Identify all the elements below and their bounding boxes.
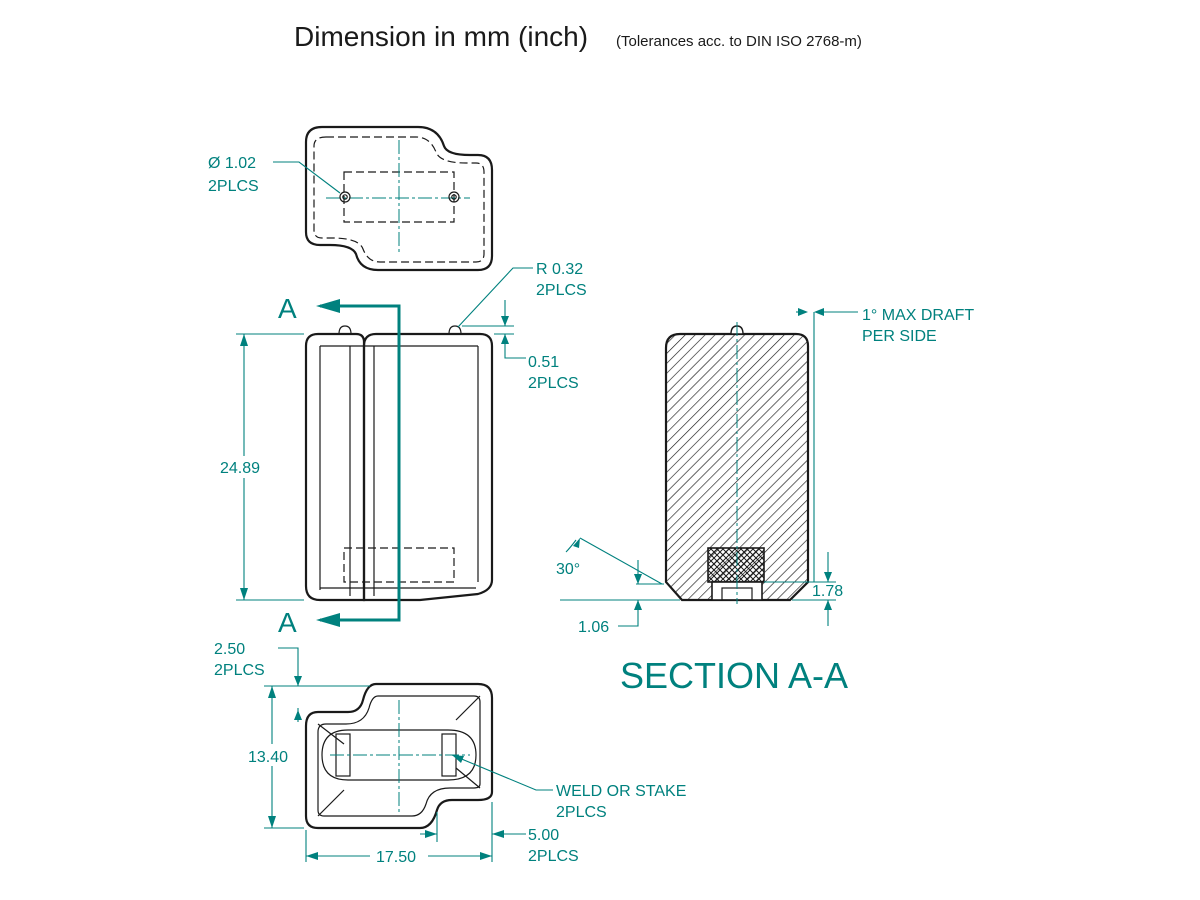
radius-label: R 0.32 bbox=[536, 261, 583, 278]
chamfer-arrow-bottom bbox=[634, 600, 642, 610]
width-arrow-left bbox=[306, 852, 318, 860]
bottom-view-inner-outline bbox=[317, 695, 481, 817]
section-title: SECTION A-A bbox=[620, 655, 848, 696]
recess-arrow-top bbox=[824, 572, 832, 582]
hole-leader bbox=[273, 161, 341, 194]
bottom-bevel-br bbox=[455, 767, 481, 789]
draft-note-line2: PER SIDE bbox=[862, 328, 937, 345]
depth-arrow-bottom bbox=[268, 816, 276, 828]
section-insert bbox=[707, 547, 765, 583]
draft-arrow-right bbox=[814, 308, 824, 316]
front-view-left-body bbox=[304, 332, 366, 602]
hole-left-inner bbox=[342, 194, 348, 200]
title-main: Dimension in mm (inch) bbox=[294, 21, 588, 52]
hole-right bbox=[448, 191, 460, 203]
draft-note-line1: 1° MAX DRAFT bbox=[862, 307, 974, 324]
weld-note-label: WELD OR STAKE bbox=[556, 783, 686, 800]
chamfer-angle-label: 30° bbox=[556, 561, 580, 578]
section-arrow-top bbox=[316, 299, 340, 313]
chamfer-dim-lower bbox=[618, 600, 639, 627]
title-tolerance-note: (Tolerances acc. to DIN ISO 2768-m) bbox=[616, 33, 862, 50]
top-view: Ø 1.02 2PLCS bbox=[208, 125, 494, 272]
notch-arrow-left bbox=[425, 830, 437, 838]
notch-arrow-right bbox=[492, 830, 504, 838]
bottom-view: 2.50 2PLCS 13.40 17.50 5.00 2PLCS WELD O… bbox=[214, 641, 686, 866]
hole-diameter-label: Ø 1.02 bbox=[208, 155, 256, 172]
section-view: 1° MAX DRAFT PER SIDE 30° 1.06 1.78 SECT… bbox=[556, 307, 974, 696]
chamfer-angle-arrow bbox=[573, 538, 580, 548]
weld-leader bbox=[451, 754, 553, 791]
section-marker-top: A bbox=[278, 293, 297, 324]
top-view-inner-outline bbox=[313, 136, 485, 263]
chamfer-arrow-top bbox=[634, 574, 642, 584]
front-bump-right bbox=[448, 325, 462, 335]
height-arrow-top bbox=[240, 334, 248, 346]
step-leader bbox=[278, 647, 299, 686]
hole-right-inner bbox=[451, 194, 457, 200]
drawing-title: Dimension in mm (inch) (Tolerances acc. … bbox=[294, 21, 862, 52]
notch-count-label: 2PLCS bbox=[528, 848, 579, 865]
hole-left bbox=[339, 191, 351, 203]
step-width-label: 2.50 bbox=[214, 641, 245, 658]
bump-count-label: 2PLCS bbox=[528, 375, 579, 392]
bump-arrow-bottom bbox=[501, 334, 509, 344]
height-label: 24.89 bbox=[220, 460, 260, 477]
notch-label: 5.00 bbox=[528, 827, 559, 844]
width-arrow-right bbox=[480, 852, 492, 860]
depth-label-bg bbox=[244, 744, 300, 766]
step-arrow-top bbox=[294, 676, 302, 686]
hole-count-label: 2PLCS bbox=[208, 178, 259, 195]
front-view: A A 24.89 R 0.32 2PLCS 0.51 2PLCS bbox=[214, 261, 587, 638]
recess-arrow-bottom bbox=[824, 600, 832, 610]
front-bump-left bbox=[338, 325, 352, 335]
section-arrow-bottom bbox=[316, 613, 340, 627]
bump-height-label: 0.51 bbox=[528, 354, 559, 371]
section-cut-line bbox=[320, 304, 401, 622]
front-view-right-body bbox=[362, 332, 494, 602]
step-width-count-label: 2PLCS bbox=[214, 662, 265, 679]
width-label-bg bbox=[370, 846, 428, 866]
top-view-outline bbox=[304, 125, 494, 272]
bump-dim-lower bbox=[504, 334, 526, 359]
bottom-bevel-tr bbox=[455, 695, 481, 721]
bottom-view-outline bbox=[304, 682, 494, 830]
recess-height-label: 1.78 bbox=[812, 583, 843, 600]
draft-arrow-left bbox=[798, 308, 808, 316]
depth-arrow-top bbox=[268, 686, 276, 698]
radius-count-label: 2PLCS bbox=[536, 282, 587, 299]
width-label: 17.50 bbox=[376, 849, 416, 866]
height-arrow-bottom bbox=[240, 588, 248, 600]
depth-label: 13.40 bbox=[248, 749, 288, 766]
bump-arrow-top bbox=[501, 316, 509, 326]
weld-leader-arrow bbox=[452, 755, 464, 763]
height-label-bg bbox=[214, 456, 270, 478]
weld-slot bbox=[321, 729, 477, 781]
weld-count-label: 2PLCS bbox=[556, 804, 607, 821]
chamfer-angle-arc bbox=[565, 539, 577, 553]
chamfer-height-label: 1.06 bbox=[578, 619, 609, 636]
chamfer-angle-line bbox=[579, 537, 663, 585]
radius-leader bbox=[457, 267, 533, 328]
step-arrow-bottom bbox=[294, 710, 302, 720]
bottom-bevel-bl bbox=[317, 789, 345, 817]
section-marker-bottom: A bbox=[278, 607, 297, 638]
